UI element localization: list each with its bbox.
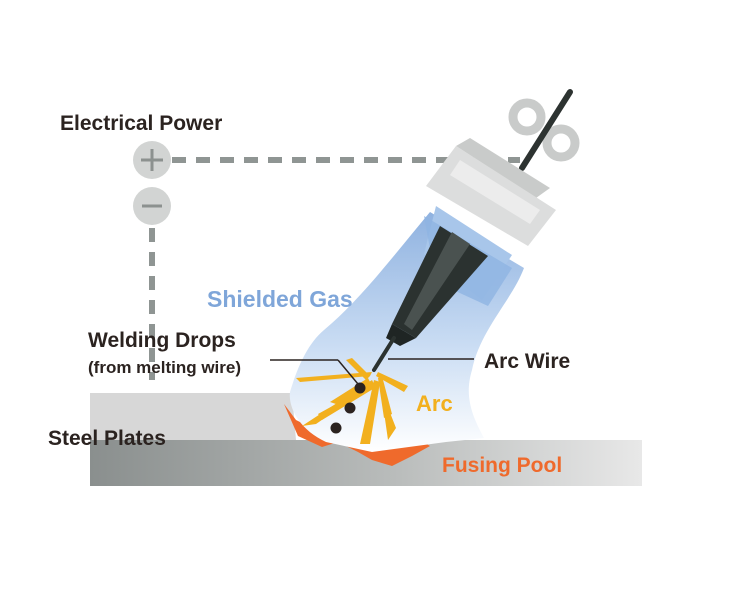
steel-plates-label: Steel Plates [48, 427, 166, 450]
fusing-pool-label: Fusing Pool [442, 454, 562, 477]
electrical-power-label: Electrical Power [60, 112, 222, 135]
arc-wire-tip [372, 336, 396, 372]
welding-torch [372, 138, 556, 372]
shielded-gas-label: Shielded Gas [207, 286, 353, 312]
plus-circle-icon [133, 141, 171, 179]
wire-spool-icon [508, 98, 580, 162]
fusing-pool-shape [284, 404, 430, 466]
welding-drops-label: Welding Drops [88, 329, 236, 352]
arc-label: Arc [416, 391, 453, 416]
welding-drops-leader-diag [337, 359, 359, 385]
welding-drops [330, 382, 366, 434]
welding-drops-sublabel: (from melting wire) [88, 358, 241, 377]
upper-plate [90, 393, 296, 440]
minus-circle-icon [133, 187, 171, 225]
feed-wire [519, 89, 573, 171]
arc-wire-label: Arc Wire [484, 350, 570, 373]
